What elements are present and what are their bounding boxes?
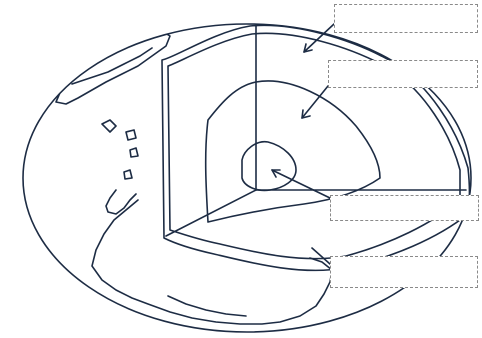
island-small-2 bbox=[126, 130, 136, 140]
cut-edge-lower-left bbox=[166, 190, 256, 236]
island-small-1 bbox=[102, 120, 116, 132]
arrow-3-line bbox=[272, 170, 330, 198]
arrow-2-line bbox=[302, 86, 328, 118]
label-box-3[interactable] bbox=[330, 195, 479, 221]
continents bbox=[56, 30, 332, 324]
label-box-2[interactable] bbox=[328, 60, 478, 88]
continent-south-land bbox=[92, 200, 332, 324]
label-box-1[interactable] bbox=[334, 4, 478, 33]
island-small-4 bbox=[124, 170, 132, 179]
pointer-arrows bbox=[272, 24, 334, 264]
island-small-3 bbox=[130, 148, 138, 157]
inner-core bbox=[242, 142, 296, 191]
continent-south-inland bbox=[168, 296, 246, 316]
label-box-4[interactable] bbox=[330, 256, 478, 288]
continent-north-land bbox=[56, 30, 170, 104]
continent-west-coast bbox=[106, 190, 136, 214]
